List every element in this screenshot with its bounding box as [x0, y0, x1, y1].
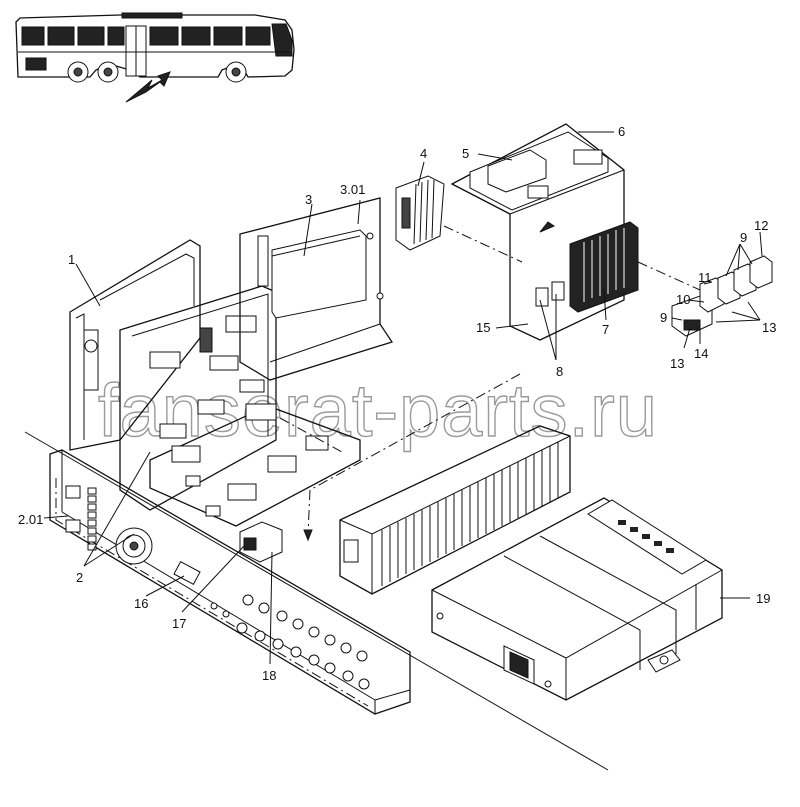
callout-4: 4	[420, 146, 427, 161]
part-4-connector	[395, 175, 445, 251]
base-reference-line	[24, 431, 609, 771]
part-7-heatsink	[569, 221, 639, 313]
callout-8: 8	[556, 364, 563, 379]
callout-14: 14	[694, 346, 708, 361]
cable-duct	[339, 425, 571, 595]
leader-lines	[43, 131, 763, 665]
callout-9-top: 9	[740, 230, 747, 245]
callout-1: 1	[68, 252, 75, 267]
relay-cluster	[671, 255, 773, 337]
callout-6: 6	[618, 124, 625, 139]
assembly-lines	[279, 225, 701, 542]
callout-19: 19	[756, 591, 770, 606]
part-2-central-board	[119, 285, 361, 527]
watermark-text: fanserat-parts.ru	[98, 369, 658, 452]
callout-18: 18	[262, 668, 276, 683]
callout-12: 12	[754, 218, 768, 233]
callout-10: 10	[676, 292, 690, 307]
callout-3-01: 3.01	[340, 182, 365, 197]
callout-5: 5	[462, 146, 469, 161]
callout-3: 3	[305, 192, 312, 207]
base-rail-panel	[49, 449, 411, 715]
callout-15: 15	[476, 320, 490, 335]
callout-13-right: 13	[762, 320, 776, 335]
callout-16: 16	[134, 596, 148, 611]
part-6-control-unit	[450, 123, 639, 341]
callout-2: 2	[76, 570, 83, 585]
part-5-module	[487, 149, 547, 193]
part-3-module-plate	[239, 197, 394, 381]
callout-2-01: 2.01	[18, 512, 43, 527]
callout-7: 7	[602, 322, 609, 337]
callout-11: 11	[698, 270, 712, 285]
callout-labels: 1 3 3.01 4 5 6 7 8 15 9 12 11 10 9 13 13…	[18, 124, 776, 683]
callout-13-bottom: 13	[670, 356, 684, 371]
callout-17: 17	[172, 616, 186, 631]
bus-location-icon	[15, 12, 295, 103]
part-19-housing	[431, 497, 723, 701]
callout-9-left: 9	[660, 310, 667, 325]
part-18-connector	[239, 521, 283, 563]
